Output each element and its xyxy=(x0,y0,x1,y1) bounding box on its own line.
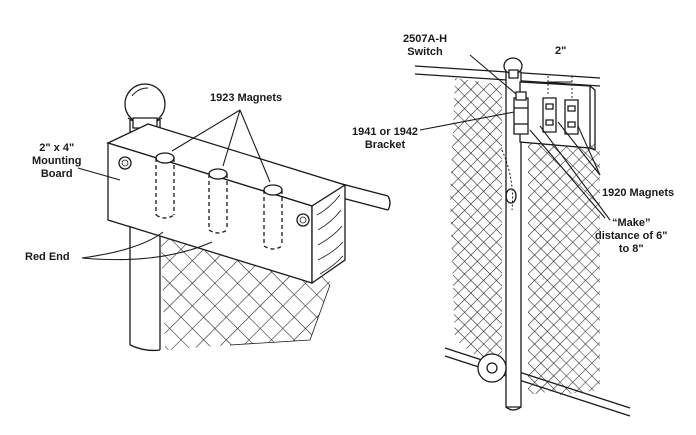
spacing-dimension xyxy=(548,76,572,98)
label-switch-line1: 2507A-H xyxy=(403,33,448,45)
label-bracket-line1: 1941 or 1942 xyxy=(352,126,419,138)
label-make-distance: “Make” distance of 6" to 8" xyxy=(595,217,667,256)
label-bracket: 1941 or 1942 Bracket xyxy=(352,126,418,152)
label-make-line2: distance of 6" xyxy=(595,230,668,242)
label-1923-magnets-text: 1923 Magnets xyxy=(210,92,283,104)
magnets-1920 xyxy=(543,98,578,134)
label-mounting-board-line1: 2" x 4" xyxy=(39,142,75,154)
gate-wheel xyxy=(478,354,506,382)
mounting-board xyxy=(108,124,345,283)
right-leader-lines xyxy=(420,55,610,220)
left-fence-post xyxy=(125,84,165,350)
magnet-holes-1923 xyxy=(156,153,282,249)
bracket-1941-1942 xyxy=(514,92,528,134)
left-leader-lines xyxy=(78,110,270,260)
label-bracket-line2: Bracket xyxy=(364,139,406,151)
label-1920-magnets-text: 1920 Magnets xyxy=(602,187,675,199)
right-bottom-rail xyxy=(445,348,630,416)
right-chain-link-mesh-b xyxy=(528,110,560,395)
label-switch-line2: Switch xyxy=(407,46,443,58)
left-figure xyxy=(78,84,390,350)
label-mounting-board-line3: Board xyxy=(40,168,73,180)
label-mounting-board-line2: Mounting xyxy=(32,155,82,167)
label-spacing-text: 2" xyxy=(555,45,567,57)
label-make-line3: to 8" xyxy=(618,243,644,255)
label-make-line1: “Make” xyxy=(611,217,651,229)
label-1920-magnets: 1920 Magnets xyxy=(602,187,674,200)
label-1923-magnets: 1923 Magnets xyxy=(210,92,282,105)
right-chain-link-mesh-c xyxy=(560,130,600,395)
label-mounting-board: 2" x 4" Mounting Board xyxy=(32,142,81,181)
label-red-end: Red End xyxy=(25,251,70,264)
right-gate-post xyxy=(502,58,522,410)
label-red-end-text: Red End xyxy=(25,251,70,263)
label-switch: 2507A-H Switch xyxy=(403,33,447,59)
right-chain-link-mesh xyxy=(450,78,502,375)
label-spacing: 2" xyxy=(555,45,566,58)
right-figure xyxy=(415,55,630,416)
